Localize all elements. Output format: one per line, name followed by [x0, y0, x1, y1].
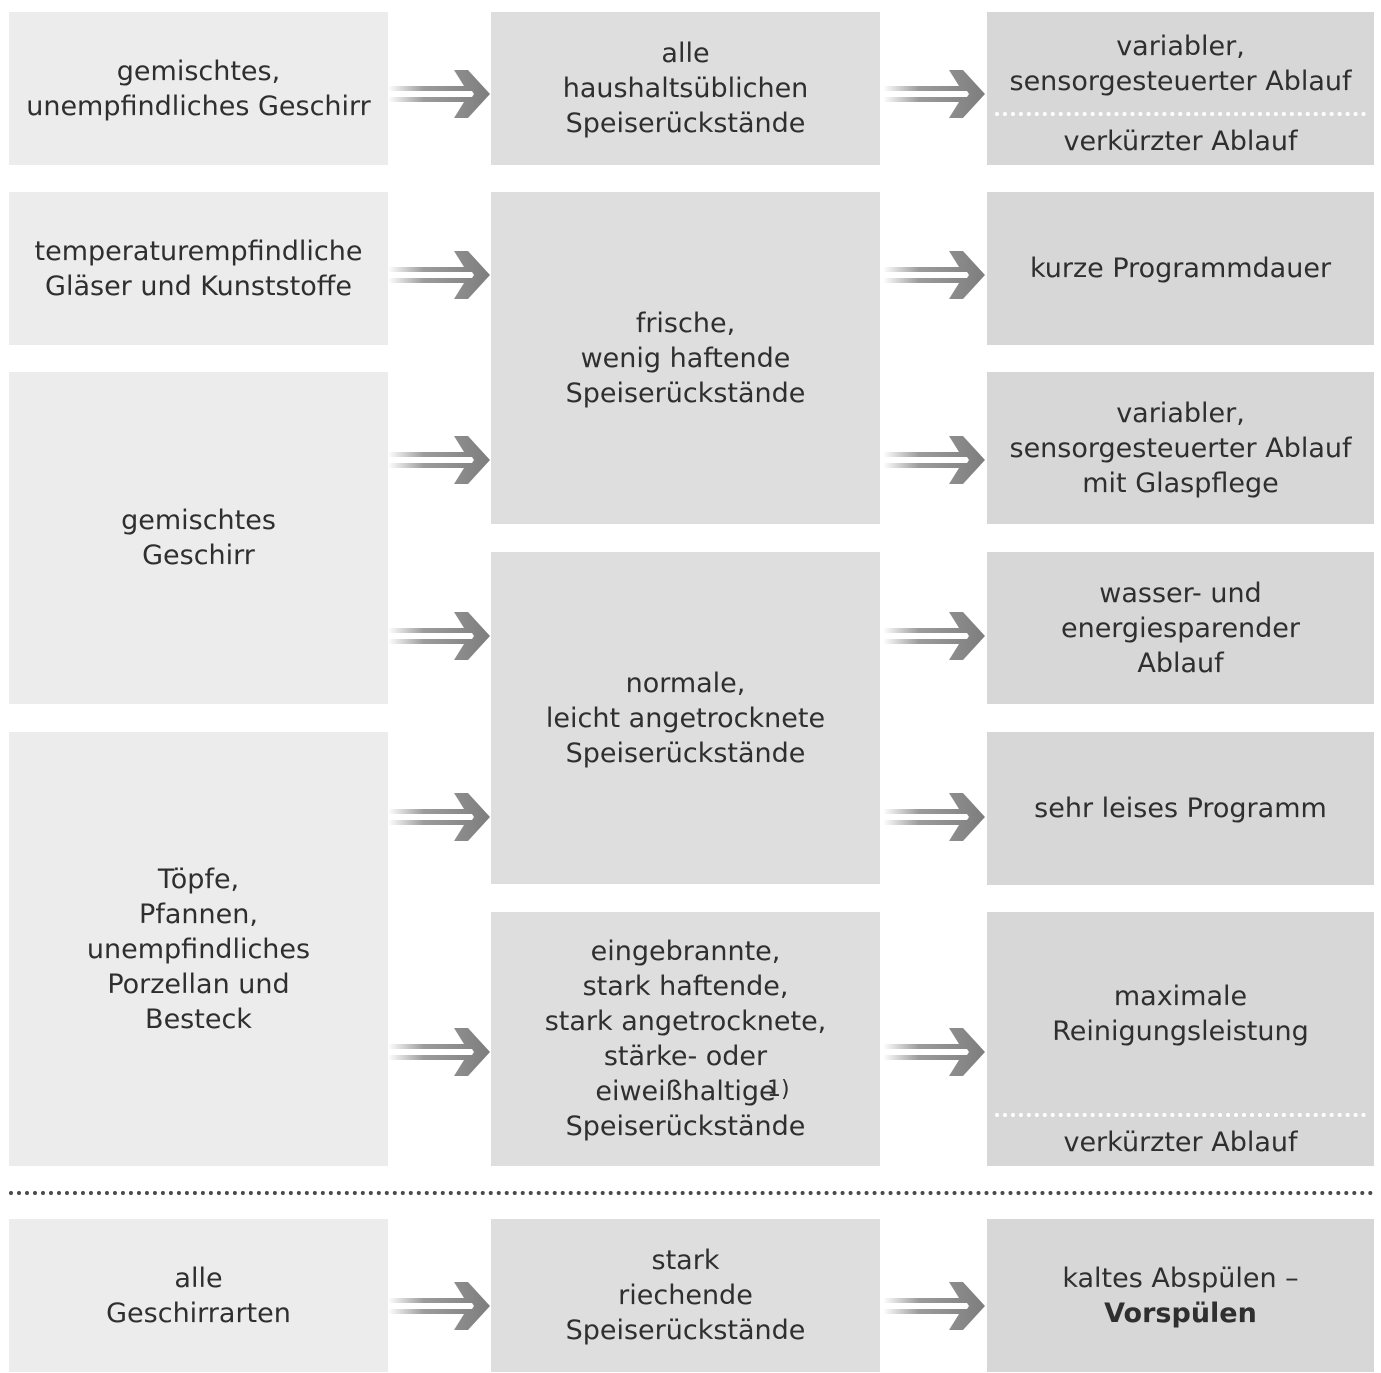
double-arrow-icon [883, 66, 987, 122]
program-box-eco: wasser- und energiesparender Ablauf [987, 552, 1374, 704]
double-arrow-icon [388, 608, 492, 664]
double-arrow-icon [388, 789, 492, 845]
program-text-shortened: verkürzter Ablauf [1063, 1126, 1298, 1158]
program-box-sensor-shortened: variabler, sensorgesteuerter Ablauf verk… [987, 12, 1374, 165]
double-arrow-icon [388, 247, 492, 303]
program-box-quiet: sehr leises Programm [987, 732, 1374, 885]
soil-box-strong-smell: stark riechende Speiserückstände [491, 1219, 880, 1372]
category-box-mixed: gemischtes Geschirr [9, 372, 388, 704]
program-box-short-duration: kurze Programmdauer [987, 192, 1374, 345]
double-arrow-icon [883, 608, 987, 664]
soil-box-burnt-on: eingebrannte, stark haftende, stark ange… [491, 912, 880, 1166]
dotted-divider [995, 1113, 1366, 1117]
double-arrow-icon [883, 1024, 987, 1080]
program-text-cold-rinse: kaltes Abspülen – [1062, 1262, 1299, 1294]
soil-box-burnt-on-text: eingebrannte, stark haftende, stark ange… [544, 936, 827, 1142]
category-box-temperature-sensitive: temperaturempfindliche Gläser und Kunsts… [9, 192, 388, 345]
double-arrow-icon [883, 247, 987, 303]
category-box-all-dishes: alle Geschirrarten [9, 1219, 388, 1372]
double-arrow-icon [883, 1278, 987, 1334]
category-box-mixed-robust: gemischtes, unempfindliches Geschirr [9, 12, 388, 165]
double-arrow-icon [388, 1024, 492, 1080]
double-arrow-icon [388, 66, 492, 122]
program-text-shortened: verkürzter Ablauf [1063, 125, 1298, 157]
soil-box-normal: normale, leicht angetrocknete Speiserück… [491, 552, 880, 884]
soil-box-fresh: frische, wenig haftende Speiserückstände [491, 192, 880, 524]
program-text-prerinse: Vorspülen [1104, 1297, 1257, 1329]
footnote-marker: 1) [767, 1077, 790, 1102]
dotted-divider [995, 112, 1366, 116]
program-text-max-cleaning: maximale Reinigungsleistung [1052, 981, 1309, 1047]
double-arrow-icon [883, 432, 987, 488]
program-text-sensor: variabler, sensorgesteuerter Ablauf [1009, 31, 1352, 97]
section-separator [9, 1191, 1374, 1195]
double-arrow-icon [883, 789, 987, 845]
program-box-prerinse: kaltes Abspülen – Vorspülen [987, 1219, 1374, 1372]
soil-box-all-household: alle haushaltsüblichen Speiserückstände [491, 12, 880, 165]
program-box-sensor-glass: variabler, sensorgesteuerter Ablauf mit … [987, 372, 1374, 524]
double-arrow-icon [388, 432, 492, 488]
program-box-max-cleaning: maximale Reinigungsleistung verkürzter A… [987, 912, 1374, 1166]
double-arrow-icon [388, 1278, 492, 1334]
category-box-pots-pans: Töpfe, Pfannen, unempfindliches Porzella… [9, 732, 388, 1166]
